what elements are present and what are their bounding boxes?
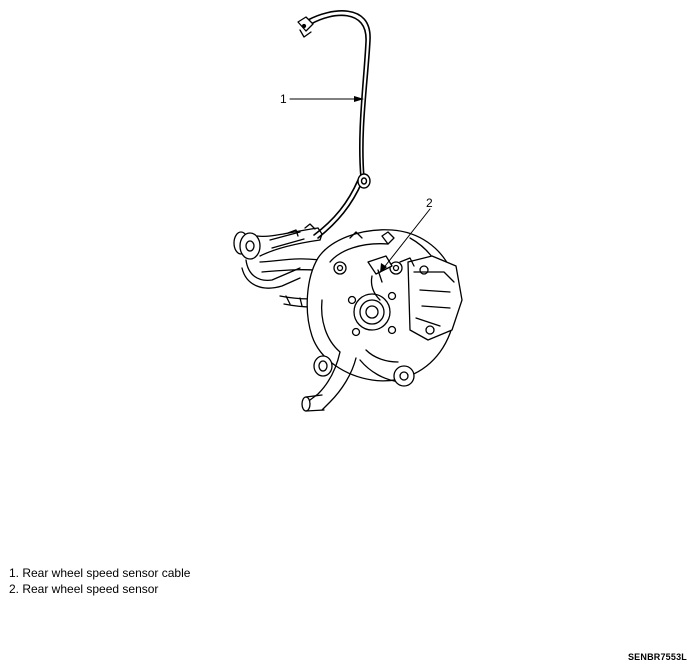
leader-arrowhead-1 — [354, 96, 364, 102]
brake-caliper — [399, 255, 463, 341]
wheel-speed-sensor — [367, 255, 393, 301]
knuckle-assembly-illustration — [233, 10, 463, 412]
legend-item: 1. Rear wheel speed sensor cable — [9, 566, 191, 580]
cable-connector — [297, 16, 314, 38]
parts-legend: 1. Rear wheel speed sensor cable 2. Rear… — [9, 565, 190, 597]
figure-code: SENBR7553L — [627, 652, 687, 662]
callout-number-1: 1 — [280, 92, 287, 106]
callout-leaders — [289, 98, 431, 271]
lower-arm — [301, 349, 415, 412]
callout-number-2: 2 — [426, 196, 433, 210]
control-arm — [233, 223, 366, 308]
legend-item: 2. Rear wheel speed sensor — [9, 582, 159, 596]
sensor-cable — [307, 10, 371, 239]
leader-arrowhead-2 — [380, 263, 387, 273]
cable-grommet — [357, 173, 371, 189]
